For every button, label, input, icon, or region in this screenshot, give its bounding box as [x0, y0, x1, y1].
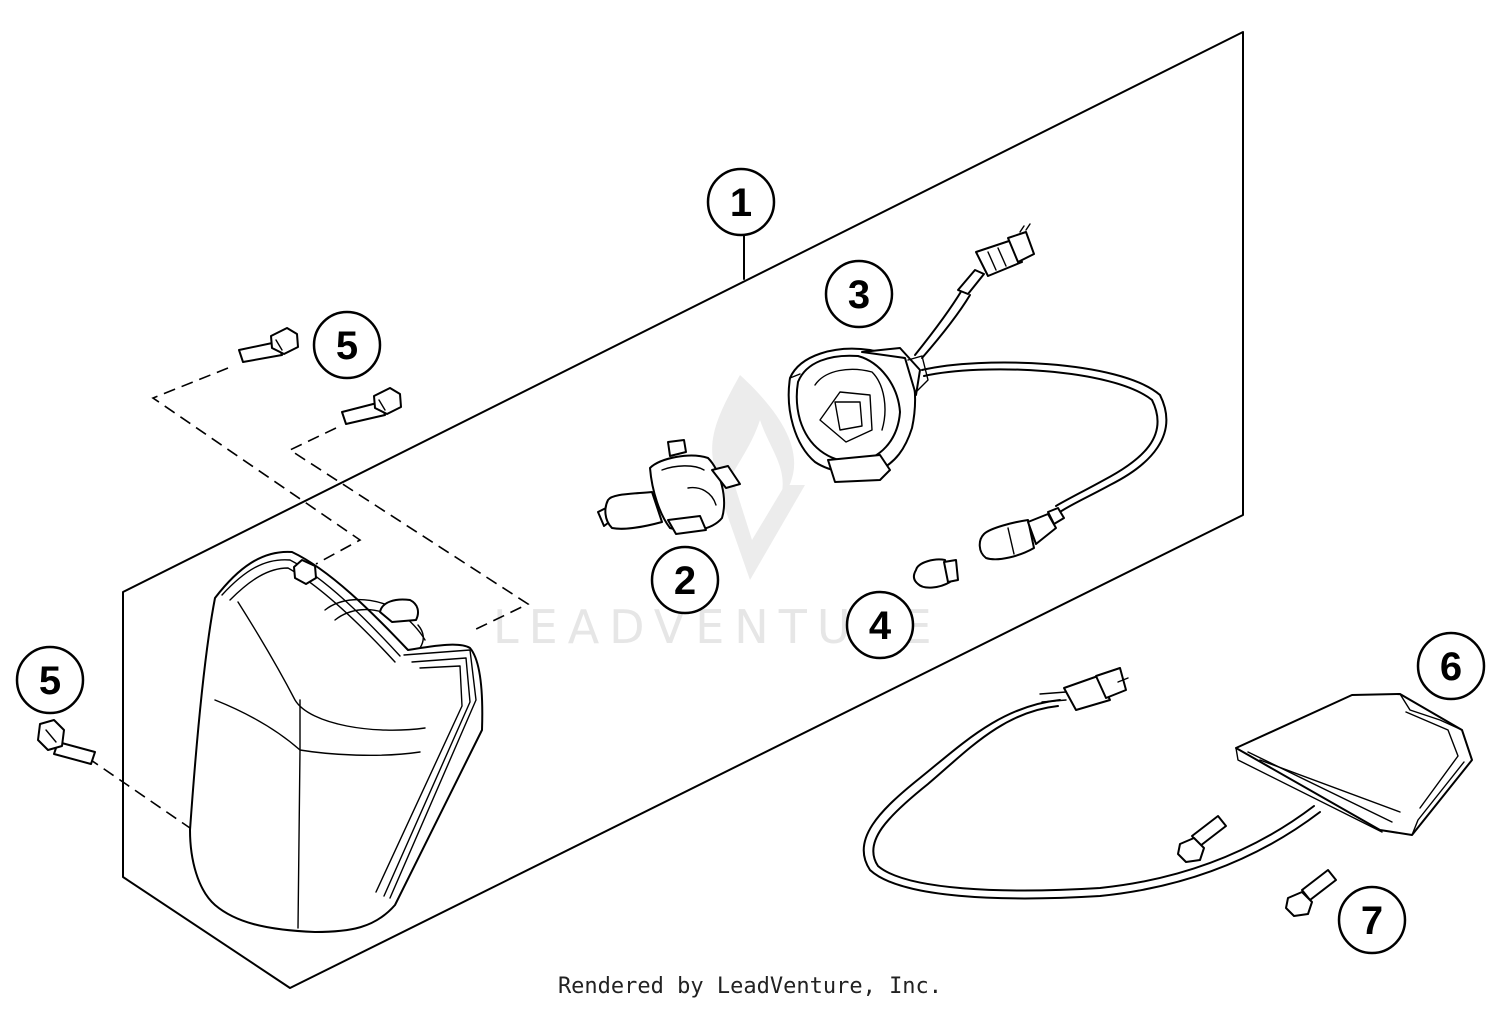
screw-7b — [1285, 869, 1337, 917]
fairing-cover — [1235, 693, 1473, 836]
position-lamp-bulb — [912, 558, 959, 589]
callout-3-label: 3 — [848, 273, 870, 317]
headlight-housing — [189, 550, 484, 933]
callout-1-label: 1 — [730, 181, 752, 225]
screw-top-1 — [238, 327, 299, 363]
callout-7-label: 7 — [1361, 899, 1383, 943]
cover-harness — [862, 667, 1321, 900]
callout-2: 2 — [650, 545, 720, 615]
position-lamp-wire — [921, 361, 1168, 513]
screw-top-2 — [341, 387, 402, 425]
callout-6-label: 6 — [1440, 645, 1462, 689]
callout-5-left: 5 — [15, 645, 85, 715]
callout-3: 3 — [824, 259, 894, 329]
callout-5-left-label: 5 — [39, 659, 61, 703]
callout-5-top: 5 — [312, 310, 382, 380]
callout-4-label: 4 — [869, 604, 892, 648]
watermark-logo-icon — [712, 375, 805, 580]
screw-7a — [1177, 815, 1227, 863]
assembly-guides — [87, 367, 530, 829]
callout-1: 1 — [706, 167, 776, 237]
callout-5-top-label: 5 — [336, 324, 358, 368]
callout-4: 4 — [845, 590, 915, 660]
bulb-socket — [787, 347, 929, 483]
headlight-bulb — [597, 439, 741, 535]
callout-2-label: 2 — [674, 559, 696, 603]
socket-harness — [914, 223, 1035, 359]
callout-7: 7 — [1337, 885, 1407, 955]
kit-outline — [122, 31, 1244, 989]
footer-credit: Rendered by LeadVenture, Inc. — [557, 974, 943, 999]
callout-6: 6 — [1416, 631, 1486, 701]
position-lamp-socket — [978, 507, 1065, 561]
screw-left — [37, 719, 96, 765]
